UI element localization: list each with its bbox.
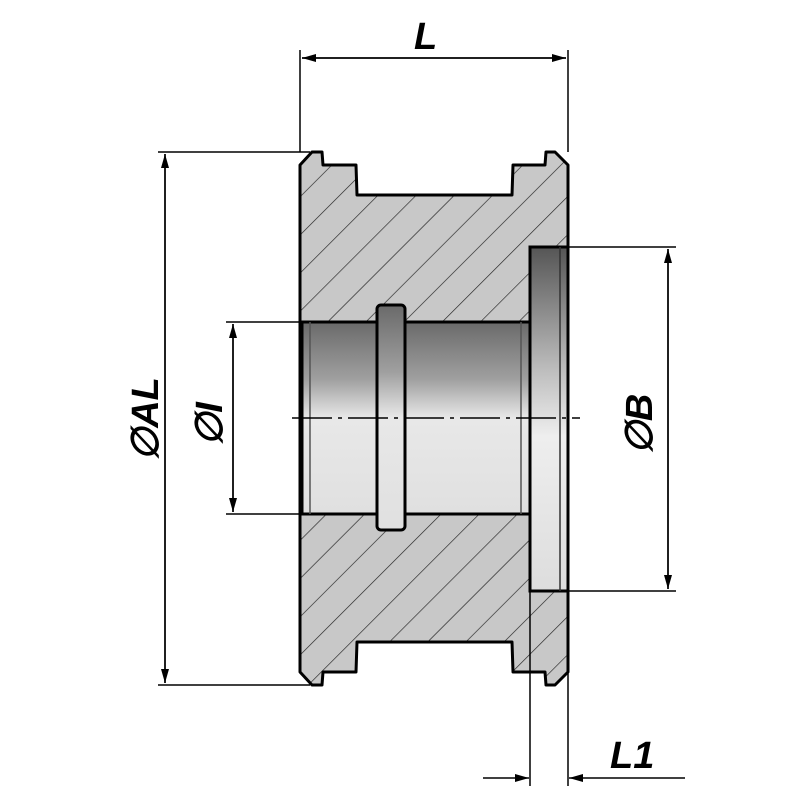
dimension-I (226, 321, 302, 515)
label-I: ∅I (189, 402, 231, 446)
label-AL: ∅AL (125, 377, 167, 461)
label-L1: L1 (610, 735, 655, 777)
dimension-L1 (483, 591, 685, 786)
counterbore (528, 245, 570, 593)
dimension-L (299, 50, 569, 152)
dimension-B (568, 246, 676, 592)
label-B: ∅B (619, 393, 661, 455)
dimension-AL (158, 151, 310, 686)
label-L: L (414, 16, 438, 58)
